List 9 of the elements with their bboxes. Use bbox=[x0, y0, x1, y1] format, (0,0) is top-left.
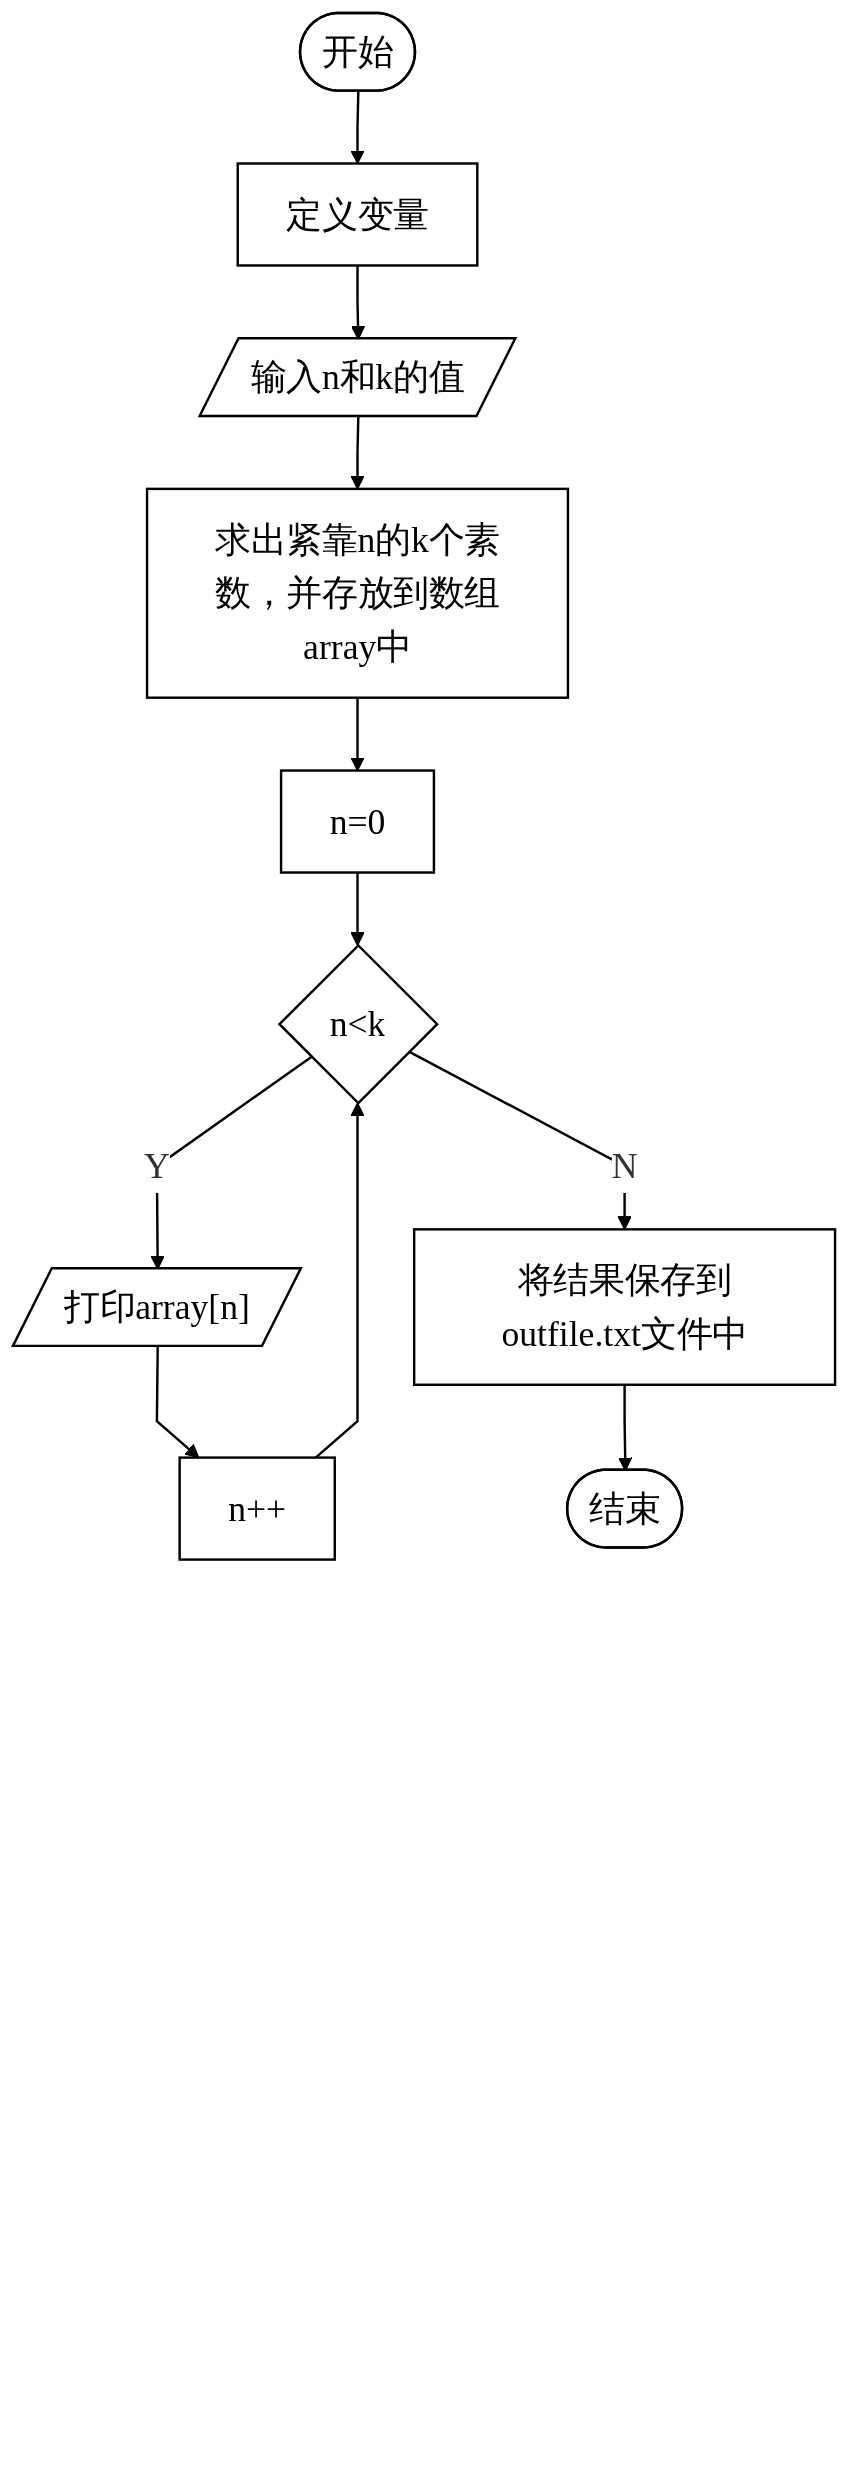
node-box: 定义变量 bbox=[236, 162, 479, 267]
arrow bbox=[350, 872, 365, 946]
edge-label: Y bbox=[144, 1145, 170, 1187]
edge-label: N bbox=[611, 1145, 638, 1187]
node-box: n++ bbox=[178, 1456, 336, 1561]
node-box: 将结果保存到outfile.txt文件中 bbox=[412, 1228, 837, 1386]
node-box: 求出紧靠n的k个素数，并存放到数组array中 bbox=[145, 487, 570, 699]
node-box: n=0 bbox=[279, 769, 436, 874]
node-diamond: n<k bbox=[277, 943, 439, 1105]
